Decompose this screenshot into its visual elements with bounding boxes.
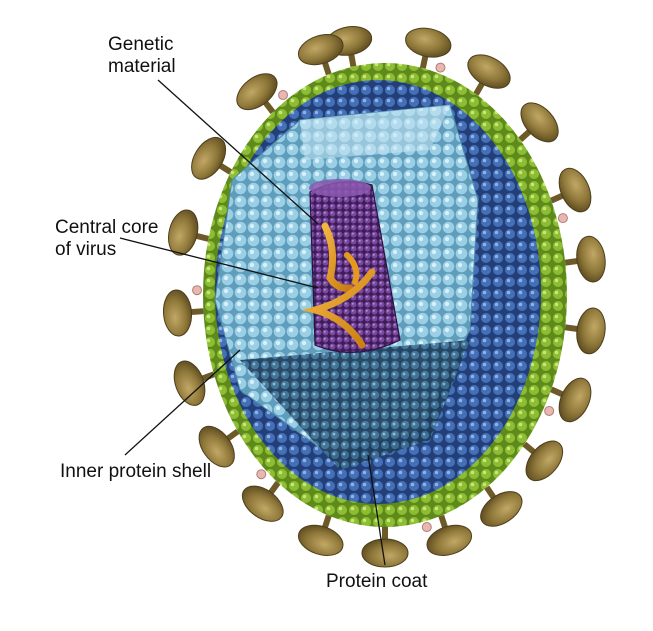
spike (236, 73, 289, 115)
label-central-core-line1: Central core (55, 217, 159, 238)
leader-genetic-material (157, 79, 319, 225)
spike-head (525, 440, 564, 482)
spike (550, 167, 592, 224)
spike (297, 514, 344, 556)
spike (198, 425, 240, 468)
spike (421, 514, 473, 556)
label-genetic-material-line2: material (108, 56, 176, 77)
leader-central-core (119, 237, 319, 289)
genetic-material-strand-3 (344, 252, 360, 285)
spike-head (167, 209, 199, 256)
leader-protein-coat (367, 454, 386, 566)
spike-head (297, 34, 344, 66)
spike (191, 136, 233, 180)
spike (518, 102, 559, 143)
spike-head (173, 360, 206, 406)
label-genetic-material-line1: Genetic (108, 34, 174, 55)
leader-lines (119, 79, 386, 566)
spike-head (520, 102, 559, 143)
spike (467, 54, 511, 96)
spike-head (241, 485, 284, 522)
spike (564, 235, 606, 283)
spike-head (558, 167, 592, 213)
spike (564, 307, 606, 355)
spike-head (576, 307, 606, 355)
spike-knob (278, 90, 289, 101)
spike (173, 360, 216, 406)
central-core-top (309, 179, 371, 197)
spike-knob (256, 469, 267, 480)
label-central-core: Central core of virus (55, 217, 159, 261)
shell-lower-facet (240, 340, 470, 470)
genetic-material-strand-1 (321, 222, 354, 292)
spike-knob (544, 405, 555, 416)
spike (241, 469, 284, 522)
label-genetic-material: Genetic material (108, 34, 176, 78)
spike-head (405, 27, 452, 58)
spike-head (480, 491, 523, 527)
shell-upper-facet (300, 105, 450, 160)
spike-head (236, 73, 278, 111)
spike (544, 377, 592, 423)
surface-spikes-front (241, 167, 606, 568)
spike (480, 485, 523, 527)
spike-knob (421, 522, 432, 533)
spike-knob (435, 62, 446, 73)
spike-head (297, 524, 344, 556)
spike-head (162, 289, 193, 337)
spike (405, 27, 452, 73)
label-central-core-line2: of virus (55, 239, 117, 260)
spike (162, 285, 204, 337)
genetic-material-strand-2 (301, 268, 376, 349)
surface-spikes (162, 26, 559, 468)
spike-head (361, 538, 409, 568)
spike-knob (192, 285, 203, 296)
spike (167, 209, 210, 256)
spike-knob (557, 213, 568, 224)
label-protein-coat: Protein coat (326, 571, 428, 592)
spike (361, 527, 409, 568)
spike-head (191, 136, 227, 180)
spike (522, 440, 564, 482)
spike-head (558, 377, 592, 423)
spike-head (467, 54, 511, 89)
label-inner-protein-shell: Inner protein shell (60, 461, 212, 482)
leader-inner-shell (124, 349, 241, 456)
spike-head (576, 235, 606, 283)
spike (297, 34, 344, 76)
spike-head (198, 425, 235, 468)
spike-head (426, 524, 473, 556)
